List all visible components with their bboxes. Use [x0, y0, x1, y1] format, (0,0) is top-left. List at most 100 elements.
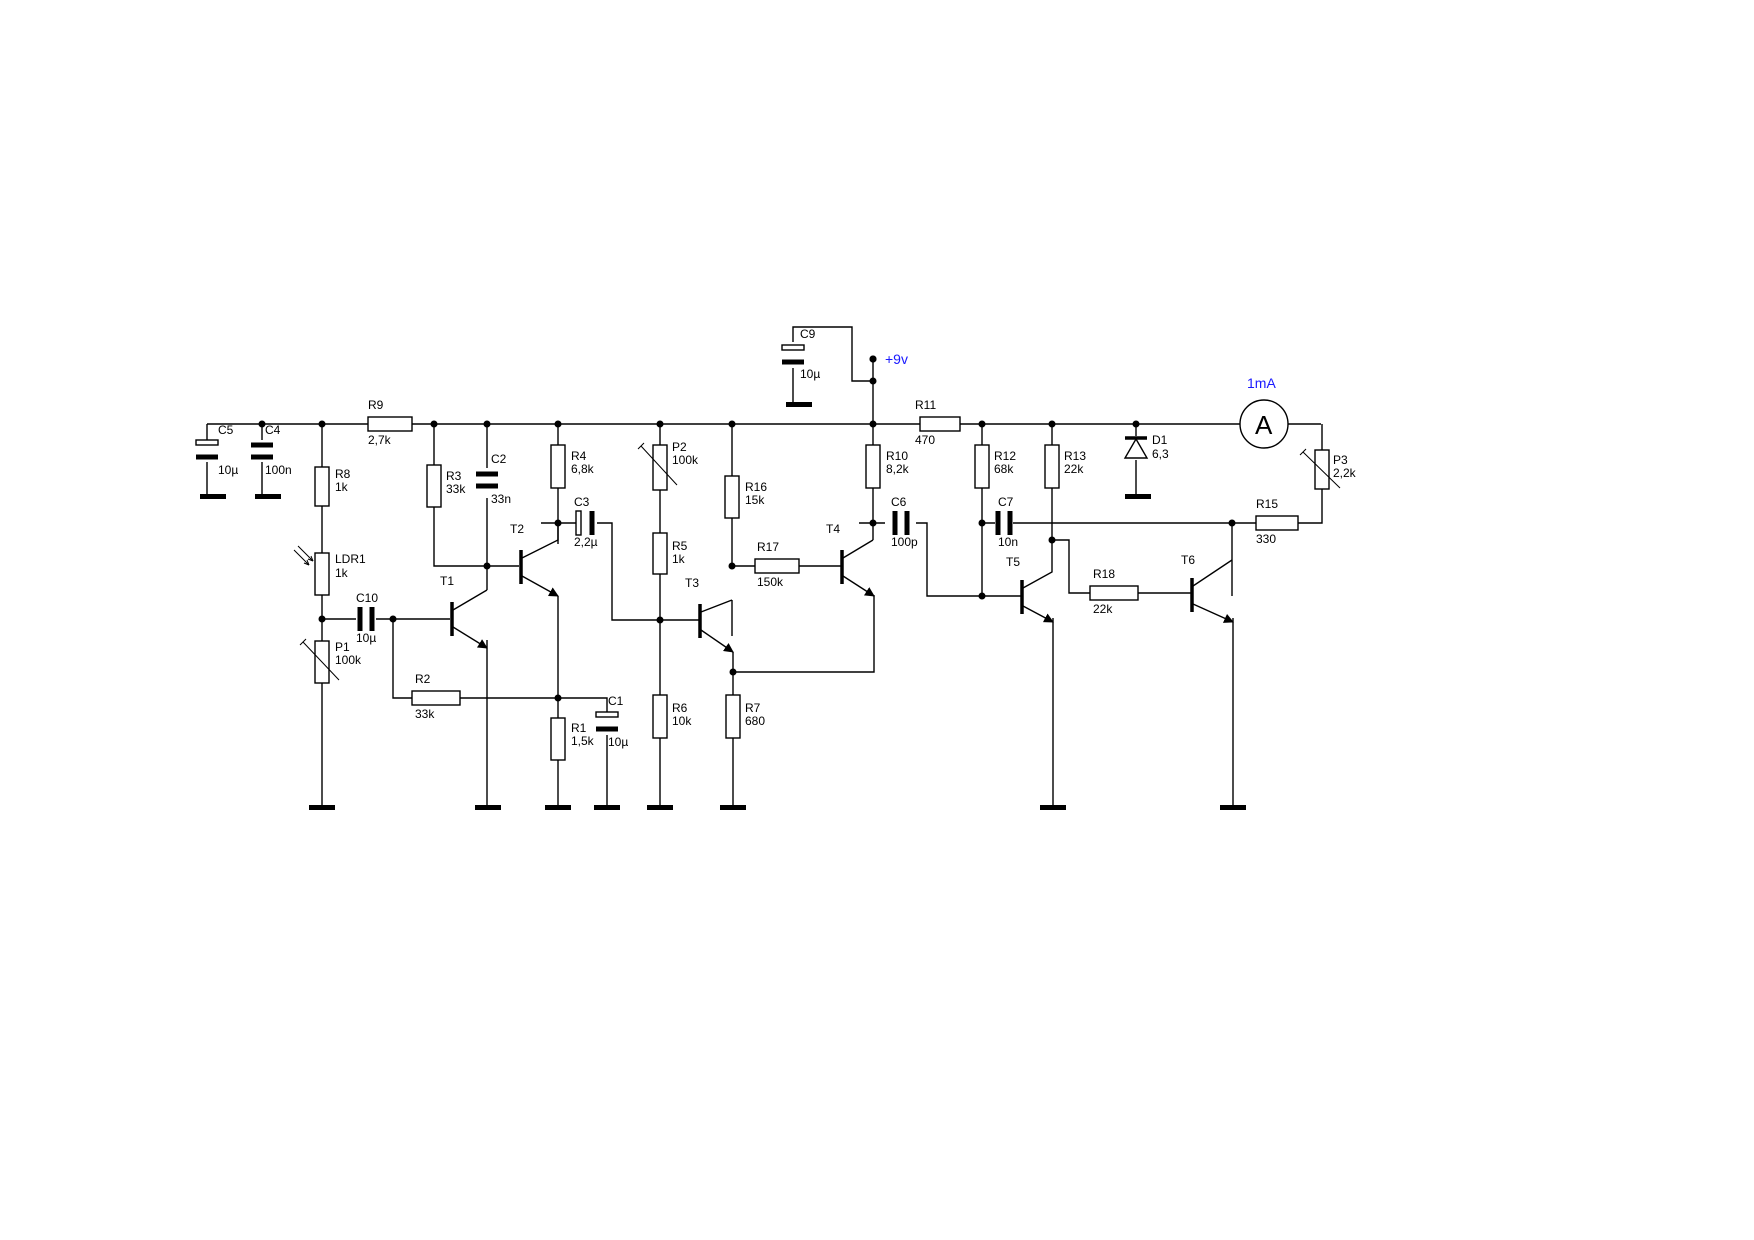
p2-ref: P2	[672, 440, 687, 454]
c6-value: 100p	[891, 535, 918, 549]
resistor-r17: R17 150k	[754, 540, 800, 589]
ldr-ldr1: LDR1 1k	[293, 545, 366, 596]
r5-ref: R5	[672, 539, 688, 553]
r11-value: 470	[915, 433, 935, 447]
t3-ref: T3	[685, 576, 699, 590]
wires	[206, 326, 1323, 807]
capacitor-c4: C4 100n	[251, 423, 292, 477]
capacitor-c10: C10 10µ	[356, 591, 378, 645]
capacitor-c1: C1 10µ	[595, 694, 628, 749]
c1-value: 10µ	[608, 735, 628, 749]
c9-ref: C9	[800, 327, 816, 341]
resistor-r10: R10 8,2k	[865, 444, 910, 489]
p3-ref: P3	[1333, 453, 1348, 467]
supply-label: +9v	[885, 351, 908, 367]
ammeter: A 1mA	[1239, 375, 1289, 449]
resistor-r5: R5 1k	[652, 532, 688, 575]
r7-value: 680	[745, 714, 765, 728]
transistor-t4: T4	[826, 522, 875, 597]
resistor-r8: R8 1k	[314, 466, 351, 507]
p1-value: 100k	[335, 653, 362, 667]
c7-value: 10n	[998, 535, 1018, 549]
ldr1-value: 1k	[335, 566, 349, 580]
d1-ref: D1	[1152, 433, 1168, 447]
c6-ref: C6	[891, 495, 907, 509]
transistor-t6: T6	[1181, 553, 1234, 623]
r8-ref: R8	[335, 467, 351, 481]
potentiometer-p1: P1 100k	[299, 638, 362, 684]
resistor-r7: R7 680	[725, 694, 765, 739]
resistor-r1: R1 1,5k	[550, 717, 595, 761]
ldr1-ref: LDR1	[335, 552, 366, 566]
p2-value: 100k	[672, 453, 699, 467]
ammeter-label: 1mA	[1247, 375, 1276, 391]
c4-ref: C4	[265, 423, 281, 437]
t6-ref: T6	[1181, 553, 1195, 567]
r13-ref: R13	[1064, 449, 1086, 463]
transistor-t3: T3	[660, 576, 734, 653]
resistor-r9: R9 2,7k	[367, 398, 413, 447]
r12-value: 68k	[994, 462, 1014, 476]
c2-ref: C2	[491, 452, 507, 466]
resistor-r15: R15 330	[1255, 497, 1299, 546]
resistor-r3: R3 33k	[426, 464, 466, 508]
c3-ref: C3	[574, 495, 590, 509]
zener-diode-d1: D1 6,3	[1123, 433, 1169, 461]
capacitor-c2: C2 33n	[476, 452, 511, 506]
transistor-t5: T5	[1006, 540, 1054, 623]
supply-terminal: +9v	[869, 351, 908, 367]
resistor-r2: R2 33k	[411, 672, 461, 721]
t5-ref: T5	[1006, 555, 1020, 569]
r18-ref: R18	[1093, 567, 1115, 581]
junctions	[258, 355, 1236, 702]
potentiometer-p2: P2 100k	[637, 440, 699, 491]
r2-value: 33k	[415, 707, 435, 721]
c7-ref: C7	[998, 495, 1014, 509]
t2-ref: T2	[510, 522, 524, 536]
potentiometer-p3: P3 2,2k	[1299, 448, 1357, 490]
capacitor-c7: C7 10n	[995, 495, 1018, 549]
resistor-r13: R13 22k	[1044, 444, 1086, 489]
r4-value: 6,8k	[571, 462, 595, 476]
c5-value: 10µ	[218, 463, 238, 477]
r9-value: 2,7k	[368, 433, 392, 447]
r10-value: 8,2k	[886, 462, 910, 476]
t4-ref: T4	[826, 522, 840, 536]
ground-symbols	[200, 402, 1246, 810]
resistor-r6: R6 10k	[652, 694, 692, 739]
resistor-r11: R11 470	[915, 398, 961, 447]
r17-value: 150k	[757, 575, 784, 589]
capacitor-c6: C6 100p	[891, 495, 918, 549]
transistor-t1: T1	[440, 574, 488, 649]
c1-ref: C1	[608, 694, 624, 708]
r13-value: 22k	[1064, 462, 1084, 476]
r6-value: 10k	[672, 714, 692, 728]
resistor-r16: R16 15k	[724, 475, 767, 519]
r12-ref: R12	[994, 449, 1016, 463]
r16-value: 15k	[745, 493, 765, 507]
r8-value: 1k	[335, 480, 349, 494]
c3-value: 2,2µ	[574, 535, 598, 549]
c5-ref: C5	[218, 423, 234, 437]
r6-ref: R6	[672, 701, 688, 715]
c10-ref: C10	[356, 591, 378, 605]
capacitor-c9: C9 10µ	[781, 327, 820, 381]
t1-ref: T1	[440, 574, 454, 588]
c9-value: 10µ	[800, 367, 820, 381]
r2-ref: R2	[415, 672, 431, 686]
r17-ref: R17	[757, 540, 779, 554]
ammeter-symbol: A	[1255, 410, 1273, 440]
resistor-r18: R18 22k	[1089, 567, 1139, 616]
r15-value: 330	[1256, 532, 1276, 546]
r18-value: 22k	[1093, 602, 1113, 616]
d1-value: 6,3	[1152, 447, 1169, 461]
capacitor-c5: C5 10µ	[195, 423, 238, 477]
r3-ref: R3	[446, 469, 462, 483]
r1-value: 1,5k	[571, 734, 595, 748]
p1-ref: P1	[335, 640, 350, 654]
r15-ref: R15	[1256, 497, 1278, 511]
r11-ref: R11	[915, 398, 936, 412]
r4-ref: R4	[571, 449, 587, 463]
r3-value: 33k	[446, 482, 466, 496]
